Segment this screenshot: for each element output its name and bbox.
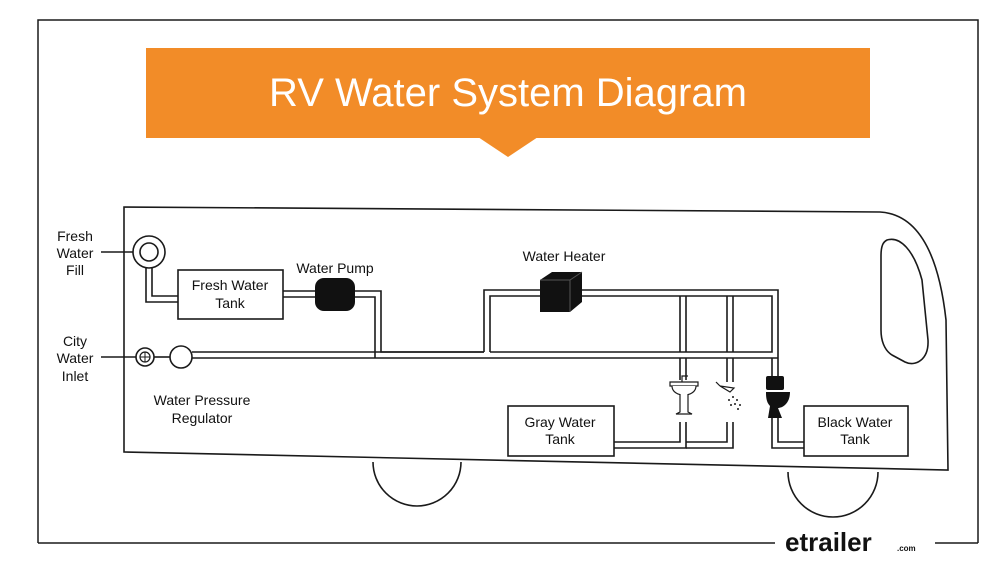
water-pressure-regulator-label-line1: Water Pressure: [154, 392, 251, 408]
city-water-inlet-label-line3: Inlet: [62, 368, 89, 384]
rv-windshield: [880, 238, 929, 365]
fresh-water-tank: [177, 269, 284, 320]
toilet-icon: [766, 376, 790, 418]
fresh-water-fill-label-line3: Fill: [66, 262, 84, 278]
black-water-tank-label-line1: Black Water: [818, 414, 893, 430]
rv-body: [123, 206, 949, 518]
sink-icon: [669, 375, 699, 415]
fresh-water-fill-port: [132, 235, 166, 269]
brand-suffix: .com: [897, 544, 916, 553]
fresh-water-fill-label-line1: Fresh: [57, 228, 93, 244]
gray-water-tank-label-line1: Gray Water: [524, 414, 595, 430]
water-heater: [540, 271, 583, 312]
water-pump-label: Water Pump: [296, 260, 373, 276]
fresh-water-tank-label-line1: Fresh Water: [192, 277, 269, 293]
city-water-inlet-label-line2: Water: [57, 350, 94, 366]
etrailer-logo: etrailer .com: [785, 527, 916, 557]
fresh-water-fill-label-line2: Water: [57, 245, 94, 261]
front-wheel: [787, 471, 879, 518]
water-heater-label: Water Heater: [523, 248, 606, 264]
fresh-water-tank-label-line2: Tank: [215, 295, 246, 311]
water-pressure-regulator-label-line2: Regulator: [172, 410, 233, 426]
city-water-inlet-label-line1: City: [63, 333, 87, 349]
black-water-tank-label-line2: Tank: [840, 431, 871, 447]
diagram-title: RV Water System Diagram: [269, 71, 747, 115]
black-water-tank: [803, 405, 909, 457]
water-pressure-regulator: [169, 345, 193, 369]
water-pump: [315, 278, 355, 311]
title-banner: RV Water System Diagram: [146, 48, 870, 157]
gray-water-tank-label-line2: Tank: [545, 431, 576, 447]
city-water-inlet-port: [135, 347, 155, 367]
shower-icon: [715, 381, 741, 410]
frame-border: [37, 19, 979, 543]
brand-name: etrailer: [785, 527, 872, 557]
rear-wheel: [372, 461, 462, 507]
plumbing-lines: [101, 251, 804, 449]
gray-water-tank: [507, 405, 615, 457]
